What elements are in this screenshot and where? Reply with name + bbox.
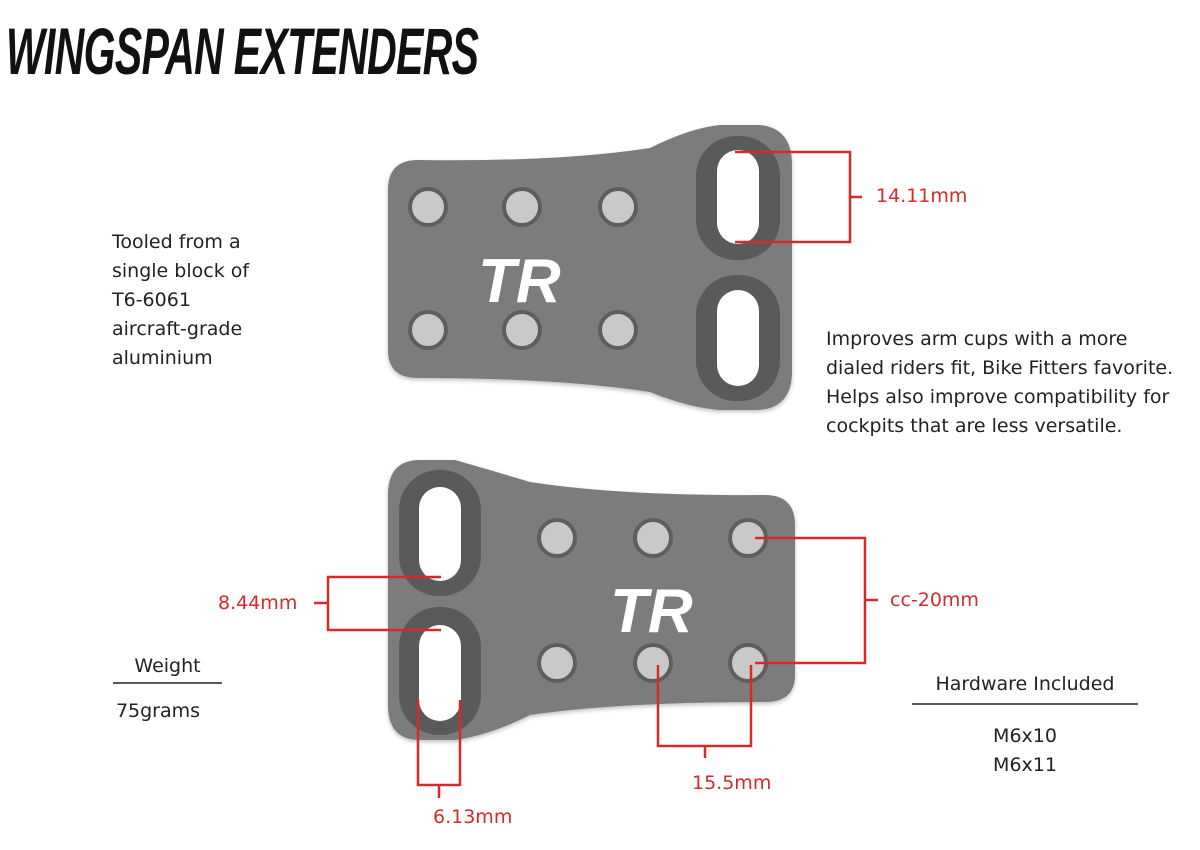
hole-row [537,518,768,683]
page-title: WINGSPAN EXTENDERS [6,14,479,88]
text-line: Improves arm cups with a more [826,328,1128,350]
text-line: Helps also improve compatibility for [826,386,1170,408]
dimension-hole-spacing-horizontal: 15.5mm [692,772,772,794]
slot [696,136,780,401]
material-description: Tooled from a single block of T6-6061 ai… [112,228,249,373]
benefit-description: Improves arm cups with a more dialed rid… [826,325,1173,441]
text-line: dialed riders fit, Bike Fitters favorite… [826,357,1174,379]
text-line: Tooled from a [112,231,241,253]
text-line: aircraft-grade [112,318,243,340]
text-line: T6-6061 [112,289,191,311]
dimension-hole-spacing-vertical: cc-20mm [890,589,979,611]
hardware-label: Hardware Included [935,673,1115,695]
weight-label: Weight [134,655,201,677]
hardware-item: M6x10 [993,725,1057,747]
extender-plate-bottom [388,460,795,740]
dimension-slot-width: 6.13mm [433,806,513,828]
hardware-list: M6x10 M6x11 [912,722,1138,780]
dimension-lines [314,150,878,798]
text-line: cockpits that are less versatile. [826,415,1123,437]
weight-value: 75grams [115,700,201,722]
extender-plate-top [388,125,792,410]
tr-logo: TR [610,577,693,646]
text-line: single block of [112,260,250,282]
tr-logo: TR [478,247,561,316]
dimension-slot-length: 14.11mm [876,185,968,207]
text-line: aluminium [112,347,213,369]
hardware-item: M6x11 [993,754,1057,776]
hole-row [408,187,638,350]
dimension-slot-gap: 8.44mm [218,592,298,614]
